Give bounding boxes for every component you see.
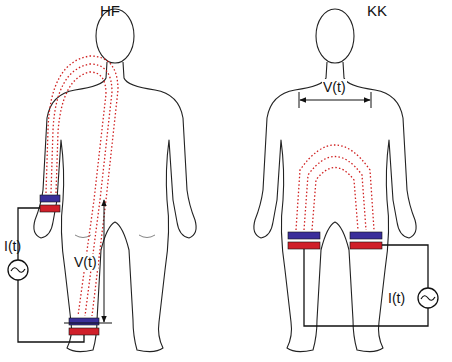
voltage-label: V(t) [322, 79, 347, 95]
panel-title: HF [100, 3, 120, 19]
panel-title: KK [367, 3, 387, 19]
wires [8, 208, 84, 342]
human-figure [254, 9, 416, 352]
current-label: I(t) [388, 290, 405, 306]
wires [304, 245, 438, 326]
current-paths [46, 56, 118, 316]
current-label: I(t) [4, 238, 21, 254]
voltage-label: V(t) [73, 254, 98, 270]
voltage-arrow [64, 200, 112, 323]
electrodes [40, 195, 99, 335]
human-figure [34, 9, 196, 352]
electrodes [288, 232, 382, 249]
current-paths [296, 145, 374, 230]
